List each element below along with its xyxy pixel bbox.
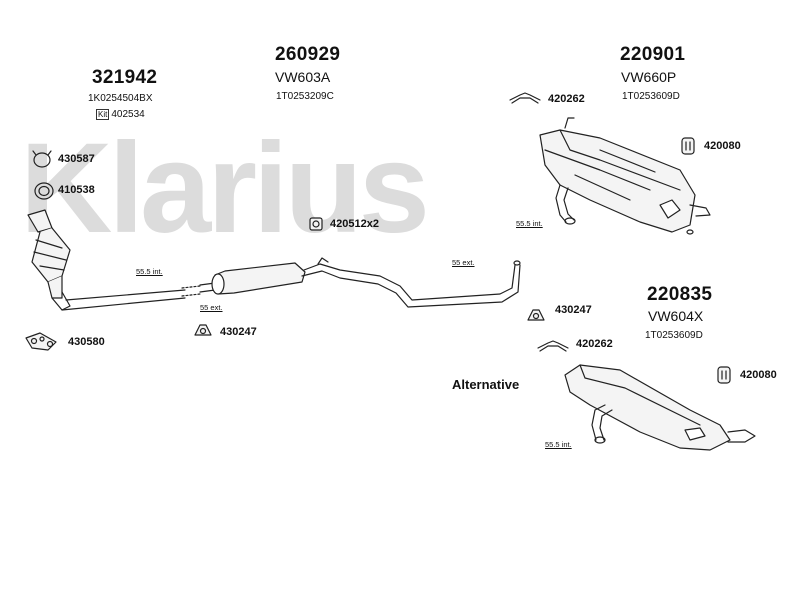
dim-mid-ext: 55 ext. (452, 258, 475, 267)
ring-410538-icon (34, 182, 54, 200)
rear-alt-assembly-model: VW604X (648, 308, 704, 324)
front-assembly-number: 321942 (92, 67, 158, 88)
part-410538: 410538 (58, 184, 95, 196)
rear-silencer (539, 117, 711, 235)
part-420262-b: 420262 (576, 338, 613, 350)
watermark-logo: Klarius (20, 117, 430, 260)
part-430247-b: 430247 (555, 304, 592, 316)
hanger-420262-b-icon (537, 340, 569, 352)
rear-assembly-model: VW660P (621, 69, 677, 85)
front-assembly-oem: 1K0254504BX (88, 93, 153, 104)
rear-assembly-number: 220901 (620, 44, 686, 65)
rear-alt-assembly-oem: 1T0253609D (645, 330, 703, 341)
part-420512x2: 420512x2 (330, 218, 379, 230)
rear-silencer-alternative (564, 364, 756, 451)
dim-front-int: 55.5 int. (136, 267, 163, 276)
mount-420512-icon (309, 217, 323, 231)
center-assembly-model: VW603A (275, 69, 331, 85)
part-430587: 430587 (58, 153, 95, 165)
kit-number: 402534 (111, 109, 145, 120)
center-assembly-oem: 1T0253209C (276, 91, 334, 102)
center-assembly-number: 260929 (275, 44, 341, 65)
alternative-label: Alternative (452, 377, 520, 392)
mount-430247-b-icon (527, 309, 545, 321)
part-420080-a: 420080 (704, 140, 741, 152)
rubber-420080-a-icon (681, 137, 695, 155)
dim-front-ext: 55 ext. (200, 303, 223, 312)
dim-alt-int: 55.5 int. (545, 440, 572, 449)
mount-430247-a-icon (194, 324, 212, 336)
part-430247-a: 430247 (220, 326, 257, 338)
clamp-430587-icon (32, 150, 52, 168)
part-430580: 430580 (68, 336, 105, 348)
catalytic-converter (27, 209, 201, 311)
rear-alt-assembly-number: 220835 (647, 284, 713, 305)
rear-assembly-oem: 1T0253609D (622, 91, 680, 102)
gasket-430580-icon (25, 332, 57, 351)
dim-rear-int: 55.5 int. (516, 219, 543, 228)
rubber-420080-b-icon (717, 366, 731, 384)
center-silencer (199, 257, 521, 308)
kit-tag: Kit (96, 109, 110, 120)
hanger-420262-a-icon (509, 92, 541, 104)
part-420080-b: 420080 (740, 369, 777, 381)
part-420262-a: 420262 (548, 93, 585, 105)
